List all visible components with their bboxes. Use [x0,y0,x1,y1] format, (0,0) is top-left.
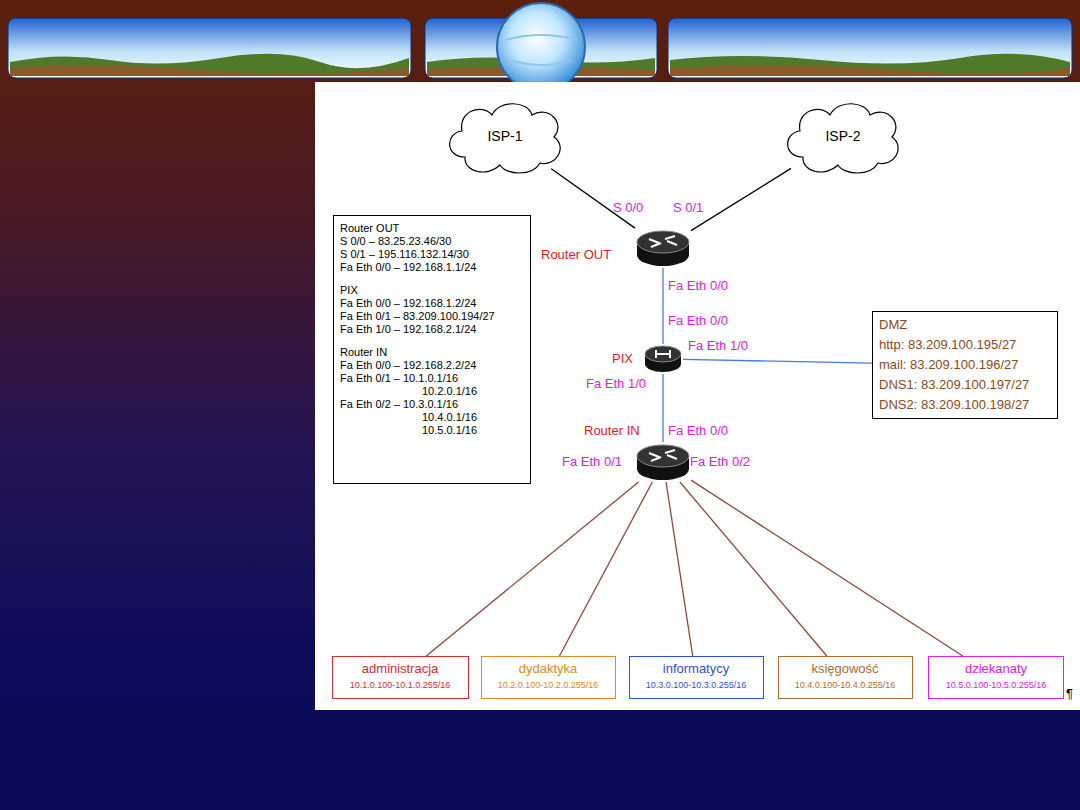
interface-address: Fa Eth 1/0 – 192.168.2.1/24 [340,323,520,336]
interface-address: Fa Eth 0/1 – 83.209.100.194/27 [340,310,520,323]
banner [0,0,1080,82]
network-device: Router OUT [635,228,691,268]
network-link [551,169,635,228]
address-range: 10.3.0.100-10.3.0.255/16 [635,678,758,692]
server-address: DNS2: 83.209.100.198/27 [879,395,1051,415]
cloud-label: ISP-1 [487,128,522,144]
server-address: mail: 83.209.100.196/27 [879,355,1051,375]
interface-label: Fa Eth 1/0 [688,338,748,353]
cloud-label: ISP-2 [825,128,860,144]
interface-address: Fa Eth 0/2 – 10.3.0.1/16 [340,398,520,411]
section-heading: PIX [340,284,520,297]
interface-label: Fa Eth 0/0 [668,423,728,438]
interface-address: S 0/0 – 83.25.23.46/30 [340,235,520,248]
info-box: Router OUTS 0/0 – 83.25.23.46/30S 0/1 – … [333,215,531,484]
dept-box: informatycy10.3.0.100-10.3.0.255/16 [629,656,764,699]
dept-box: księgowość10.4.0.100-10.4.0.255/16 [778,656,913,699]
interface-label: S 0/0 [613,200,643,215]
network-link [426,482,638,656]
department-name: administracja [338,660,463,678]
interface-label: S 0/1 [673,200,703,215]
network-device: Router IN [635,442,691,482]
interface-address: 10.2.0.1/16 [340,385,520,398]
interface-address: S 0/1 – 195.116.132.14/30 [340,248,520,261]
cloud-box: ISP-2 [778,95,908,177]
network-device: PIX [643,344,683,374]
server-address: DNS1: 83.209.100.197/27 [879,375,1051,395]
device-icon [635,228,691,268]
address-range: 10.1.0.100-10.1.0.255/16 [338,678,463,692]
network-link [691,480,963,656]
dept-box: dydaktyka10.2.0.100-10.2.0.255/16 [481,656,616,699]
address-range: 10.2.0.100-10.2.0.255/16 [487,678,610,692]
address-range: 10.4.0.100-10.4.0.255/16 [784,678,907,692]
server-address: http: 83.209.100.195/27 [879,335,1051,355]
section-heading: Router IN [340,346,520,359]
device-name: PIX [612,351,633,366]
device-icon [635,442,691,482]
interface-label: Fa Eth 0/2 [690,454,750,469]
dept-box: dziekanaty10.5.0.100-10.5.0.255/16 [928,656,1064,699]
interface-label: Fa Eth 0/0 [668,278,728,293]
device-icon [643,344,683,374]
zone-heading: DMZ [879,315,1051,335]
department-name: dziekanaty [934,660,1058,678]
pilcrow-mark: ¶ [1066,686,1073,701]
interface-label: Fa Eth 0/0 [668,313,728,328]
section-heading: Router OUT [340,222,520,235]
dmz-box: DMZhttp: 83.209.100.195/27mail: 83.209.1… [872,311,1058,419]
device-name: Router OUT [541,247,611,262]
department-name: dydaktyka [487,660,610,678]
dept-box: administracja10.1.0.100-10.1.0.255/16 [332,656,469,699]
network-link [691,168,791,230]
address-range: 10.5.0.100-10.5.0.255/16 [934,678,1058,692]
department-name: księgowość [784,660,907,678]
department-name: informatycy [635,660,758,678]
network-link [683,359,872,363]
network-link [662,268,663,344]
device-name: Router IN [584,423,640,438]
interface-address: Fa Eth 0/0 – 192.168.1.1/24 [340,261,520,274]
interface-address: 10.5.0.1/16 [340,424,520,437]
interface-address: 10.4.0.1/16 [340,411,520,424]
interface-address: Fa Eth 0/0 – 192.168.2.2/24 [340,359,520,372]
interface-address: Fa Eth 0/1 – 10.1.0.1/16 [340,372,520,385]
interface-label: Fa Eth 0/1 [562,454,622,469]
interface-label: Fa Eth 1/0 [586,376,646,391]
network-link [662,374,663,442]
network-link [559,482,652,656]
cloud-box: ISP-1 [440,95,570,177]
network-link [680,482,827,656]
interface-address: Fa Eth 0/0 – 192.168.1.2/24 [340,297,520,310]
network-link [666,482,693,656]
